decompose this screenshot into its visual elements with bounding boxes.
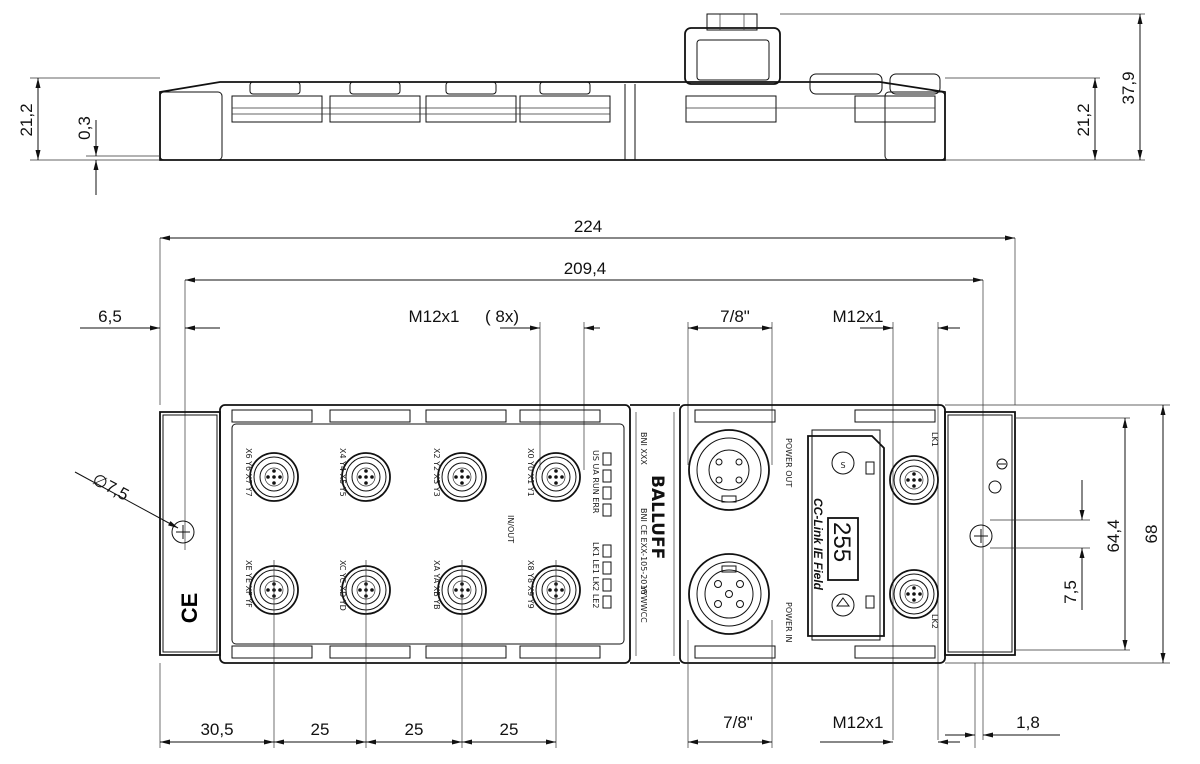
- port-label-3: X0 Y0 X1 Y1: [526, 448, 535, 497]
- network-logo: CC-Link IE Field: [811, 498, 825, 591]
- dim-hole-offset: 7,5: [1061, 580, 1080, 604]
- dim-power-in-thread: 7/8": [723, 713, 753, 732]
- brand-logo: BALLUFF: [647, 475, 667, 559]
- top-view: 224 209,4 6,5 M12x1 ( 8x) 7/8" M12x1 ∅7,…: [74, 217, 1170, 748]
- dim-side-height-left: 21,2: [17, 103, 36, 136]
- dim-hole-pitch-width: 64,4: [1104, 519, 1123, 552]
- dim-pitch-2: 25: [405, 720, 424, 739]
- ground-icon: [988, 458, 1008, 494]
- dim-edge-to-hole: 6,5: [98, 307, 122, 326]
- dim-first-pitch: 30,5: [200, 720, 233, 739]
- io-port-x6: [249, 452, 299, 502]
- lk2-label: LK2: [930, 614, 939, 629]
- io-port-x2: [437, 452, 487, 502]
- side-io-sockets: [231, 81, 611, 123]
- io-port-x0: [531, 452, 581, 502]
- dim-side-height-right: 21,2: [1074, 103, 1093, 136]
- port-label-5: XC YC XD YD: [338, 560, 347, 611]
- top-grips: [231, 409, 936, 423]
- dim-end-offset: 1,8: [1016, 713, 1040, 732]
- ce-mark: CE: [177, 593, 202, 624]
- io-port-x4: [341, 452, 391, 502]
- port-label-2: X2 Y2 X3 Y3: [432, 448, 441, 497]
- address-display: 255: [828, 522, 855, 562]
- bni-code: BNI CE EXX-105-2016: [639, 508, 648, 595]
- dim-aux-port-thread-bottom: M12x1: [832, 713, 883, 732]
- module-body: [159, 404, 1016, 664]
- bottom-grips: [231, 645, 936, 659]
- dim-pitch-1: 25: [311, 720, 330, 739]
- dim-power-out-thread: 7/8": [720, 307, 750, 326]
- dim-hole-distance: 209,4: [564, 259, 607, 278]
- power-in-label: POWER IN: [784, 602, 793, 643]
- lk1-label: LK1: [930, 432, 939, 447]
- port-label-7: X8 Y8 X9 Y9: [526, 560, 535, 609]
- dim-io-port-count: ( 8x): [485, 307, 519, 326]
- svg-text:S: S: [840, 461, 845, 470]
- date-code: YYWWCC: [639, 585, 648, 623]
- dim-hole-diameter: ∅7,5: [89, 470, 132, 505]
- side-power-connector: [684, 13, 941, 123]
- led-labels-top: US UA RUN ERR: [591, 450, 600, 514]
- led-labels-bottom: LK1 LE1 LK2 LE2: [591, 542, 600, 608]
- side-view: 21,2 0,3 21,2 37,9: [17, 13, 1145, 195]
- model-label: BNI XXX: [639, 432, 648, 465]
- power-out-label: POWER OUT: [784, 438, 793, 487]
- port-label-4: XE YE XF YF: [244, 560, 253, 608]
- dim-total-width: 68: [1142, 525, 1161, 544]
- aux-port-lk2: [889, 569, 939, 619]
- status-leds: [602, 452, 612, 609]
- port-label-0: X6 Y6 X7 Y7: [244, 448, 253, 497]
- io-ports: X6 Y6 X7 Y7 X4 Y4 X5 Y5 X2 Y2 X3 Y3 X0 Y…: [244, 448, 581, 615]
- dim-side-offset: 0,3: [75, 116, 94, 140]
- dim-io-port-label: M12x1: [408, 307, 459, 326]
- display-panel: S 255 CC-Link IE Field: [807, 429, 885, 641]
- dim-total-height: 37,9: [1119, 71, 1138, 104]
- port-label-6: XA YA XB YB: [432, 560, 441, 610]
- dim-aux-port-thread: M12x1: [832, 307, 883, 326]
- power-in-connector: [688, 553, 770, 635]
- io-label: IN/OUT: [506, 515, 515, 543]
- power-out-connector: [688, 429, 770, 511]
- port-label-1: X4 Y4 X5 Y5: [338, 448, 347, 497]
- dim-pitch-3: 25: [500, 720, 519, 739]
- mounting-hole-left: [171, 520, 195, 544]
- aux-port-lk1: [889, 455, 939, 505]
- dim-overall-length: 224: [574, 217, 602, 236]
- mounting-hole-right: [969, 524, 993, 548]
